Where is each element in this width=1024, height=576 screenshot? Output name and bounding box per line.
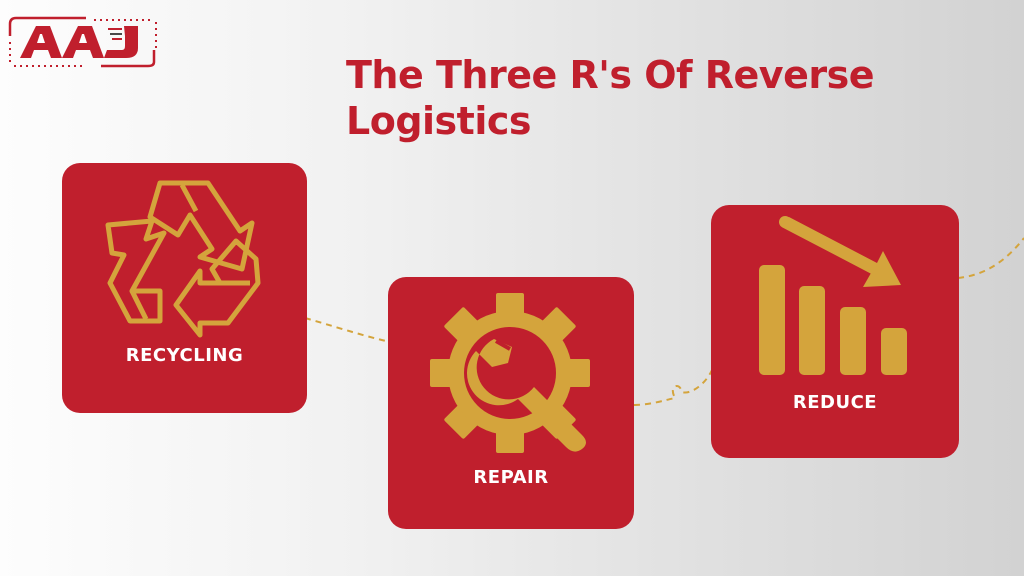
card-reduce: REDUCE — [711, 205, 959, 458]
declining-bar-chart-icon — [759, 216, 907, 375]
title-line-1: The Three R's Of Reverse — [346, 53, 874, 97]
aaj-logo-icon — [8, 16, 157, 68]
gear-wrench-icon — [430, 293, 590, 453]
recycle-icon — [105, 180, 261, 338]
card-repair: REPAIR — [388, 277, 634, 529]
page-title: The Three R's Of Reverse Logistics — [346, 52, 874, 144]
title-line-2: Logistics — [346, 99, 531, 143]
card-label-reduce: REDUCE — [792, 392, 878, 413]
card-label-repair: REPAIR — [473, 467, 549, 488]
card-recycling: RECYCLING — [62, 163, 307, 413]
card-label-recycling: RECYCLING — [125, 345, 244, 366]
brand-logo — [6, 10, 158, 70]
